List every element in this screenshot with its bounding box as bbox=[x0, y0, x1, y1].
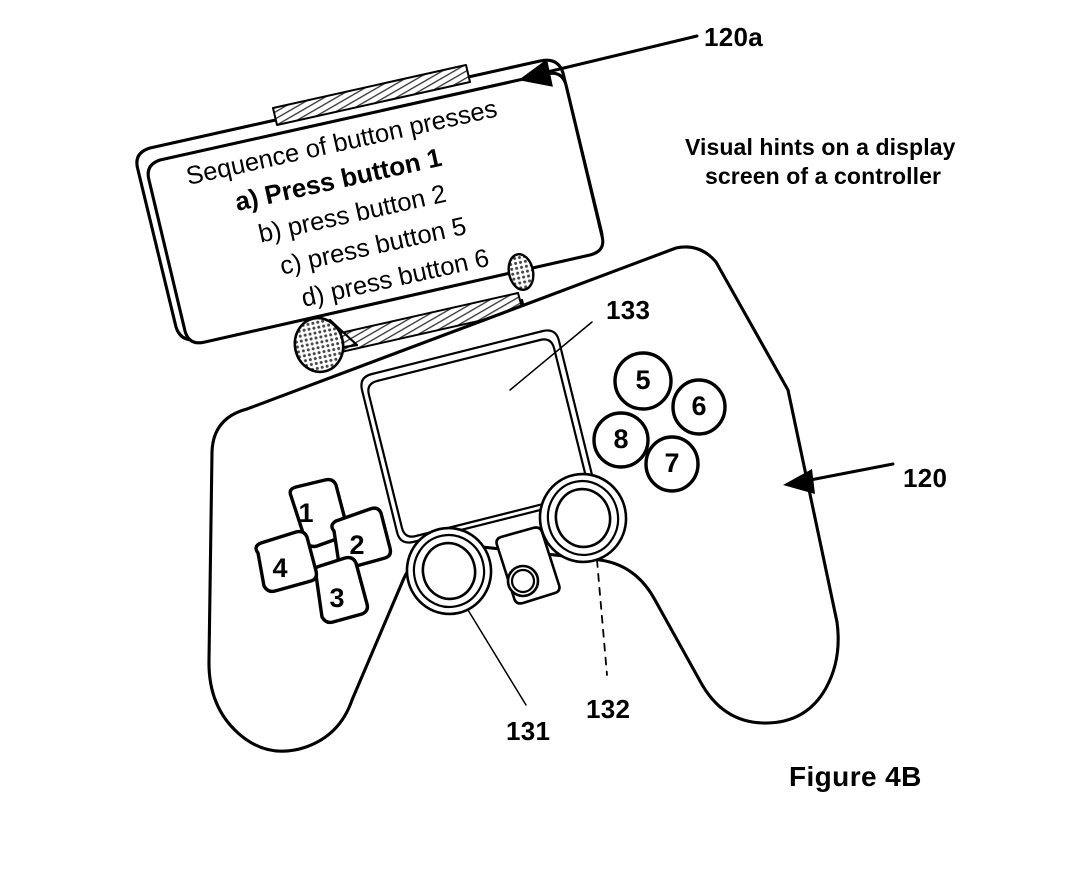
right-analog-stick[interactable] bbox=[532, 466, 634, 570]
callout-120a-label: 120a bbox=[704, 22, 763, 52]
dpad[interactable]: 1 2 3 4 bbox=[254, 477, 393, 625]
face-button-7[interactable]: 7 bbox=[644, 435, 700, 493]
dpad-button-4[interactable]: 4 bbox=[254, 529, 319, 594]
face-button-6-label: 6 bbox=[691, 391, 706, 421]
callout-120-arrowhead bbox=[783, 469, 815, 494]
dpad-button-3-label: 3 bbox=[329, 583, 344, 613]
callout-120a-arrowhead bbox=[518, 59, 553, 87]
annotation-caption-line1: Visual hints on a display bbox=[685, 134, 956, 160]
callout-120-label: 120 bbox=[903, 463, 947, 493]
face-button-5-label: 5 bbox=[635, 365, 650, 395]
annotation-caption: Visual hints on a display screen of a co… bbox=[685, 134, 956, 189]
figure-caption-label: Figure 4B bbox=[789, 761, 922, 792]
callout-133-label: 133 bbox=[606, 295, 650, 325]
face-button-7-label: 7 bbox=[664, 448, 679, 478]
callout-131-label: 131 bbox=[506, 716, 550, 746]
callout-131: 131 bbox=[467, 609, 550, 746]
face-button-6[interactable]: 6 bbox=[671, 378, 727, 436]
display-panel-text-area: Sequence of button presses a) Press butt… bbox=[184, 95, 500, 313]
figure-caption: Figure 4B bbox=[789, 761, 922, 792]
face-button-8-label: 8 bbox=[613, 424, 628, 454]
callout-132-label: 132 bbox=[586, 694, 630, 724]
callout-120a: 120a bbox=[518, 22, 763, 87]
display-panel-bezel bbox=[146, 71, 605, 345]
speaker-grille-icon bbox=[272, 64, 471, 126]
dpad-button-2-label: 2 bbox=[349, 530, 364, 560]
hinge-pivot-right bbox=[507, 253, 535, 291]
face-button-5[interactable]: 5 bbox=[613, 351, 673, 411]
dpad-button-1-label: 1 bbox=[298, 498, 313, 528]
annotation-caption-line2: screen of a controller bbox=[705, 163, 941, 189]
callout-132: 132 bbox=[586, 559, 630, 724]
center-small-button[interactable] bbox=[506, 564, 540, 598]
dpad-button-4-label: 4 bbox=[272, 553, 287, 583]
callout-120: 120 bbox=[783, 462, 947, 494]
face-buttons[interactable]: 5 6 7 8 bbox=[592, 351, 727, 493]
face-button-8[interactable]: 8 bbox=[592, 411, 650, 469]
callout-133: 133 bbox=[509, 295, 650, 391]
hinge-pivot-left bbox=[293, 316, 345, 374]
attached-display-panel[interactable]: Sequence of button presses a) Press butt… bbox=[135, 58, 605, 376]
left-analog-stick[interactable] bbox=[399, 520, 499, 622]
dpad-button-3[interactable]: 3 bbox=[312, 555, 370, 625]
